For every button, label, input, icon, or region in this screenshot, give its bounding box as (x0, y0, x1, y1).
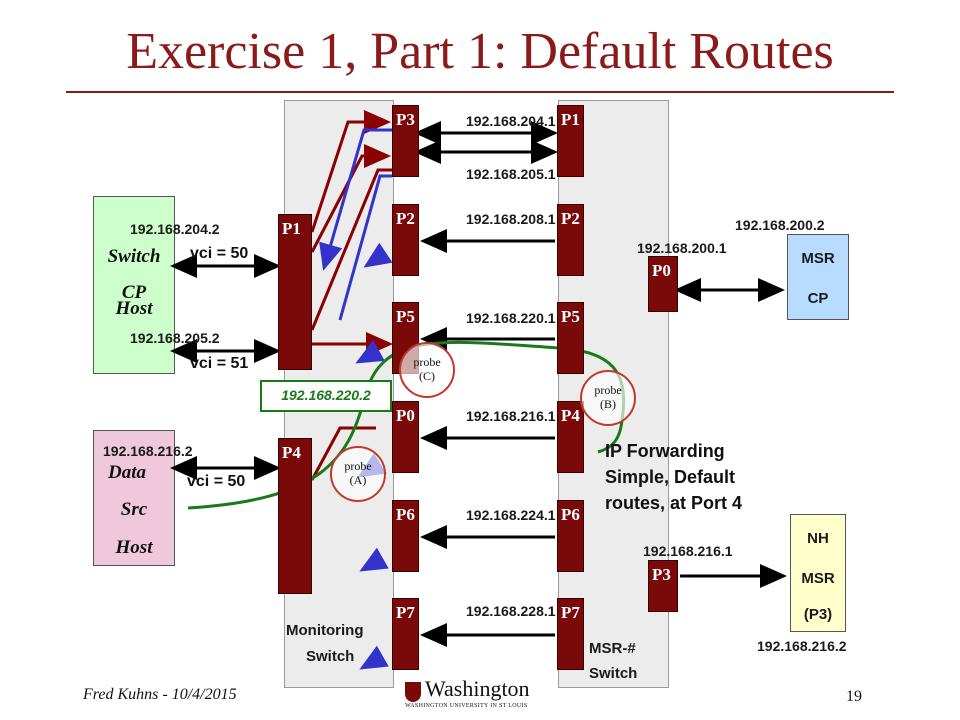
msr-port-p6[interactable]: P6 (557, 500, 584, 572)
nh-msr-label-2: MSR (801, 570, 835, 587)
switch-cp-ip-top: 192.168.204.2 (130, 221, 220, 237)
monitoring-switch-label-2: Switch (306, 648, 355, 665)
footer-author: Fred Kuhns - 10/4/2015 (83, 686, 237, 703)
washington-logo: Washington WASHINGTON UNIVERSITY IN ST L… (405, 676, 555, 714)
monitoring-port-p2[interactable]: P2 (392, 204, 419, 276)
note-line-1: IP Forwarding (605, 441, 725, 461)
msr-cp-label-2: CP (807, 290, 829, 307)
msr-cp-box[interactable] (787, 234, 849, 320)
msr-port-p2[interactable]: P2 (557, 204, 584, 276)
switch-cp-label-3: Host (115, 298, 153, 319)
msr-port-p1[interactable]: P1 (557, 105, 584, 177)
nh-msr-box[interactable] (790, 514, 846, 632)
page-title: Exercise 1, Part 1: Default Routes (126, 23, 834, 80)
data-src-vci: vci = 50 (187, 473, 246, 490)
monitoring-switch-label-1: Monitoring (286, 622, 364, 639)
switch-cp-host[interactable] (93, 196, 175, 374)
switch-cp-ip-bottom: 192.168.205.2 (130, 330, 220, 346)
nh-msr-label-3: (P3) (803, 606, 833, 623)
monitoring-port-p6[interactable]: P6 (392, 500, 419, 572)
link-ip-204-1: 192.168.204.1 (466, 113, 556, 129)
msr-switch-label-1: MSR-# (589, 640, 636, 657)
probe-c-letter: (C) (419, 369, 435, 383)
vci-top: vci = 50 (190, 245, 249, 262)
msr-cp-ip-port: 192.168.200.1 (637, 240, 727, 256)
monitoring-port-p1[interactable]: P1 (278, 214, 312, 370)
link-ip-208-1: 192.168.208.1 (466, 211, 556, 227)
probe-a[interactable]: probe (A) (330, 446, 386, 502)
probe-a-letter: (A) (349, 473, 367, 487)
monitoring-port-p3[interactable]: P3 (392, 105, 419, 177)
msr-port-p7[interactable]: P7 (557, 598, 584, 670)
data-src-label-1: Data (108, 462, 146, 483)
msr-port-p3[interactable]: P3 (648, 560, 678, 612)
probe-b[interactable]: probe (B) (580, 370, 636, 426)
monitoring-port-p4[interactable]: P4 (278, 438, 312, 594)
probe-c-word: probe (413, 355, 441, 369)
nh-ip-bottom: 192.168.216.2 (757, 638, 847, 654)
logo-sub: WASHINGTON UNIVERSITY IN ST LOUIS (405, 703, 528, 709)
msr-cp-label-1: MSR (801, 250, 835, 267)
link-ip-220-1: 192.168.220.1 (466, 310, 556, 326)
title-underline (66, 91, 894, 93)
data-src-label-2: Src (120, 499, 148, 520)
nh-msr-label-1: NH (807, 530, 829, 547)
monitoring-port-p0[interactable]: P0 (392, 401, 419, 473)
note-line-3: routes, at Port 4 (605, 493, 743, 513)
link-ip-205-1: 192.168.205.1 (466, 166, 556, 182)
note-line-2: Simple, Default (605, 467, 736, 487)
msr-port-p0[interactable]: P0 (648, 256, 678, 312)
logo-name: Washington (425, 676, 530, 701)
probe-b-letter: (B) (600, 397, 616, 411)
msr-cp-ip-top: 192.168.200.2 (735, 217, 825, 233)
data-src-label-3: Host (115, 537, 153, 558)
switch-cp-label-1: Switch (107, 246, 161, 267)
msr-port-p5[interactable]: P5 (557, 302, 584, 374)
green-ip-label: 192.168.220.2 (281, 387, 371, 403)
msr-switch-label-2: Switch (589, 665, 638, 682)
data-src-host[interactable] (93, 430, 175, 566)
monitoring-port-p7[interactable]: P7 (392, 598, 419, 670)
green-ip-box (260, 380, 392, 412)
vci-bottom: vci = 51 (190, 355, 249, 372)
nh-ip-port: 192.168.216.1 (643, 543, 733, 559)
page-number: 19 (846, 688, 862, 705)
msr-port-p4[interactable]: P4 (557, 401, 584, 473)
shield-icon (405, 682, 421, 702)
switch-cp-label-2: CP (121, 282, 147, 303)
probe-b-word: probe (594, 383, 622, 397)
probe-c[interactable]: probe (C) (399, 342, 455, 398)
data-src-ip: 192.168.216.2 (103, 443, 193, 459)
link-ip-216-1: 192.168.216.1 (466, 408, 556, 424)
note-text: IP Forwarding Simple, Default routes, at… (605, 438, 742, 516)
link-ip-224-1: 192.168.224.1 (466, 507, 556, 523)
probe-a-word: probe (344, 459, 372, 473)
link-ip-228-1: 192.168.228.1 (466, 603, 556, 619)
